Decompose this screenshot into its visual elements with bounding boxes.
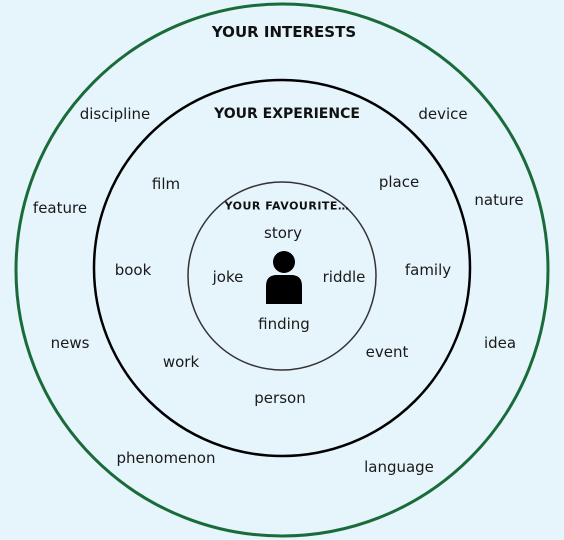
middle-title: YOUR EXPERIENCE bbox=[214, 106, 360, 122]
middle-word: family bbox=[404, 261, 452, 279]
middle-ring bbox=[92, 78, 472, 458]
outer-title: YOUR INTERESTS bbox=[211, 23, 357, 41]
middle-word: book bbox=[114, 261, 152, 279]
inner-ring bbox=[187, 181, 377, 371]
outer-word: discipline bbox=[79, 105, 151, 123]
outer-word: feature bbox=[32, 199, 88, 217]
outer-word: language bbox=[364, 458, 434, 476]
outer-word: phenomenon bbox=[116, 449, 216, 467]
outer-word: nature bbox=[474, 191, 524, 209]
inner-word: finding bbox=[258, 315, 310, 333]
middle-word: work bbox=[162, 353, 200, 371]
middle-word: film bbox=[151, 175, 181, 193]
inner-word: joke bbox=[212, 268, 244, 286]
inner-word: riddle bbox=[322, 268, 366, 286]
outer-ring bbox=[14, 2, 550, 538]
outer-word: device bbox=[418, 105, 468, 123]
inner-word: story bbox=[264, 224, 302, 242]
middle-word: event bbox=[365, 343, 409, 361]
middle-word: person bbox=[254, 389, 306, 407]
outer-word: news bbox=[50, 334, 90, 352]
outer-word: idea bbox=[483, 334, 517, 352]
middle-word: place bbox=[378, 173, 420, 191]
person-icon bbox=[266, 251, 302, 304]
inner-title: YOUR FAVOURITE… bbox=[224, 199, 350, 213]
